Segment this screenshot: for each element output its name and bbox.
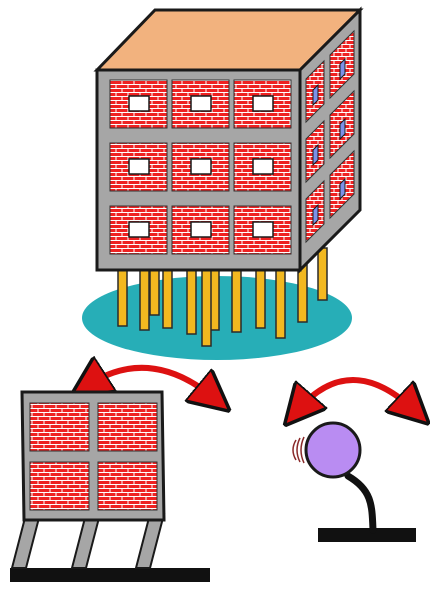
tilted-legs — [10, 513, 166, 569]
pile — [231, 267, 242, 333]
sway-arrow-icon — [298, 377, 414, 410]
base-plate — [10, 568, 210, 582]
window — [128, 95, 150, 112]
frame-panels — [29, 402, 158, 511]
pile — [255, 267, 266, 329]
motion-lines-icon — [292, 436, 305, 464]
brick-panel — [97, 461, 158, 511]
pile — [317, 247, 328, 301]
brick-panel — [29, 402, 90, 452]
pendulum-ball — [304, 421, 362, 479]
window — [190, 221, 212, 238]
brick-panel — [97, 402, 158, 452]
window — [252, 95, 274, 112]
building-on-piles — [82, 6, 364, 360]
pile — [186, 267, 197, 335]
side-window-glass — [312, 203, 319, 227]
pile — [201, 269, 212, 347]
side-window-glass — [339, 117, 346, 141]
window — [252, 221, 274, 238]
front-panels — [109, 79, 292, 255]
window — [128, 221, 150, 238]
base-plate — [318, 528, 416, 542]
pile — [117, 267, 128, 327]
pile — [139, 267, 150, 331]
side-window-glass — [339, 57, 346, 81]
pile — [149, 269, 160, 316]
side-window-glass — [339, 177, 346, 201]
window — [190, 158, 212, 175]
window — [252, 158, 274, 175]
side-window-glass — [312, 83, 319, 107]
sway-arrow-icon — [88, 368, 214, 398]
pile — [275, 267, 286, 339]
side-windows — [305, 29, 355, 244]
inverted-pendulum — [292, 377, 416, 542]
window — [128, 158, 150, 175]
front-windows — [128, 95, 274, 238]
window — [190, 95, 212, 112]
side-window-glass — [312, 143, 319, 167]
swaying-frame — [10, 368, 214, 582]
pile — [162, 267, 173, 329]
pendulum-rod — [344, 472, 377, 534]
brick-panel — [29, 461, 90, 511]
